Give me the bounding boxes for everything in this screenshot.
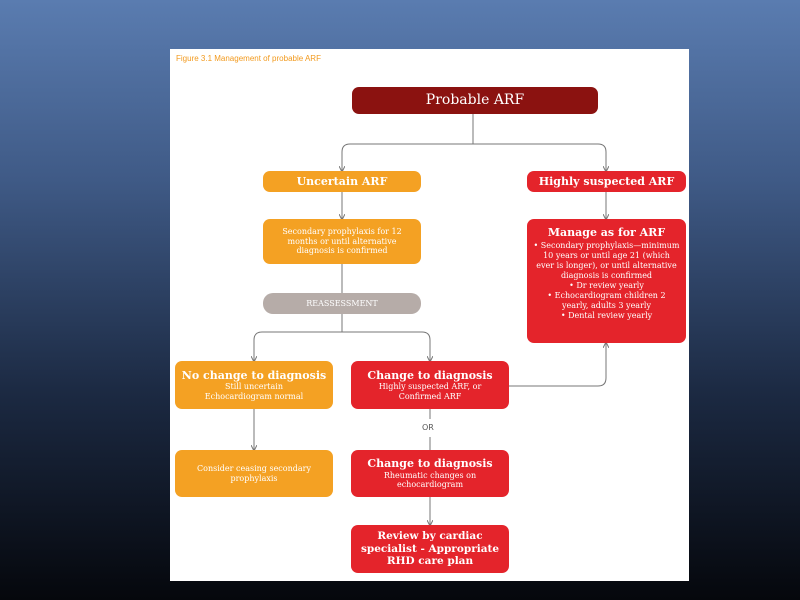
node-change-2-title: Change to diagnosis xyxy=(367,457,493,471)
node-uncertain-arf-label: Uncertain ARF xyxy=(296,174,388,188)
node-no-change-line1: Still uncertain xyxy=(225,382,283,391)
manage-item: Secondary prophylaxis—minimum 10 years o… xyxy=(533,241,680,281)
node-manage-as-arf: Manage as for ARF Secondary prophylaxis—… xyxy=(527,219,686,343)
node-probable-arf: Probable ARF xyxy=(352,87,598,114)
connector-to-change1 xyxy=(421,331,430,361)
node-change-2-text: Rheumatic changes on echocardiogram xyxy=(383,470,477,490)
connector-to-highly xyxy=(597,143,606,171)
node-consider-ceasing-text: Consider ceasing secondary prophylaxis xyxy=(197,463,311,483)
node-change-to-diagnosis-2: Change to diagnosis Rheumatic changes on… xyxy=(351,450,509,497)
node-highly-suspected-arf: Highly suspected ARF xyxy=(527,171,686,192)
connector-to-nochange xyxy=(254,331,263,361)
manage-item: Dental review yearly xyxy=(533,311,680,321)
node-uncertain-arf: Uncertain ARF xyxy=(263,171,421,192)
node-no-change-title: No change to diagnosis xyxy=(181,368,327,382)
node-consider-ceasing: Consider ceasing secondary prophylaxis xyxy=(175,450,333,497)
node-reassessment: REASSESSMENT xyxy=(263,293,421,314)
node-change-1-title: Change to diagnosis xyxy=(367,368,493,382)
node-reassessment-label: REASSESSMENT xyxy=(306,298,378,308)
node-probable-arf-label: Probable ARF xyxy=(425,92,525,109)
figure-slide: Figure 3.1 Management of probable ARF xyxy=(170,49,689,581)
node-change-1-text: Highly suspected ARF, or Confirmed ARF xyxy=(378,382,482,401)
flowchart-connectors xyxy=(170,114,689,581)
node-secondary-prophylaxis-text: Secondary prophylaxis for 12 months or u… xyxy=(282,227,402,256)
connector-to-uncertain xyxy=(342,143,351,171)
node-secondary-prophylaxis: Secondary prophylaxis for 12 months or u… xyxy=(263,219,421,264)
node-no-change: No change to diagnosis Still uncertain E… xyxy=(175,361,333,409)
or-label: OR xyxy=(422,423,434,432)
node-no-change-line2: Echocardiogram normal xyxy=(204,391,304,401)
node-change-to-diagnosis-1: Change to diagnosis Highly suspected ARF… xyxy=(351,361,509,409)
node-manage-as-arf-title: Manage as for ARF xyxy=(547,226,666,239)
connector-change1-manage xyxy=(509,343,606,387)
manage-item: Echocardiogram children 2 yearly, adults… xyxy=(533,291,680,311)
node-review-cardiac: Review by cardiac specialist - Appropria… xyxy=(351,525,509,573)
figure-title: Figure 3.1 Management of probable ARF xyxy=(176,54,321,63)
manage-list: Secondary prophylaxis—minimum 10 years o… xyxy=(527,241,686,321)
node-highly-suspected-arf-label: Highly suspected ARF xyxy=(538,174,675,188)
node-review-cardiac-text: Review by cardiac specialist - Appropria… xyxy=(360,530,500,568)
manage-item: Dr review yearly xyxy=(533,281,680,291)
